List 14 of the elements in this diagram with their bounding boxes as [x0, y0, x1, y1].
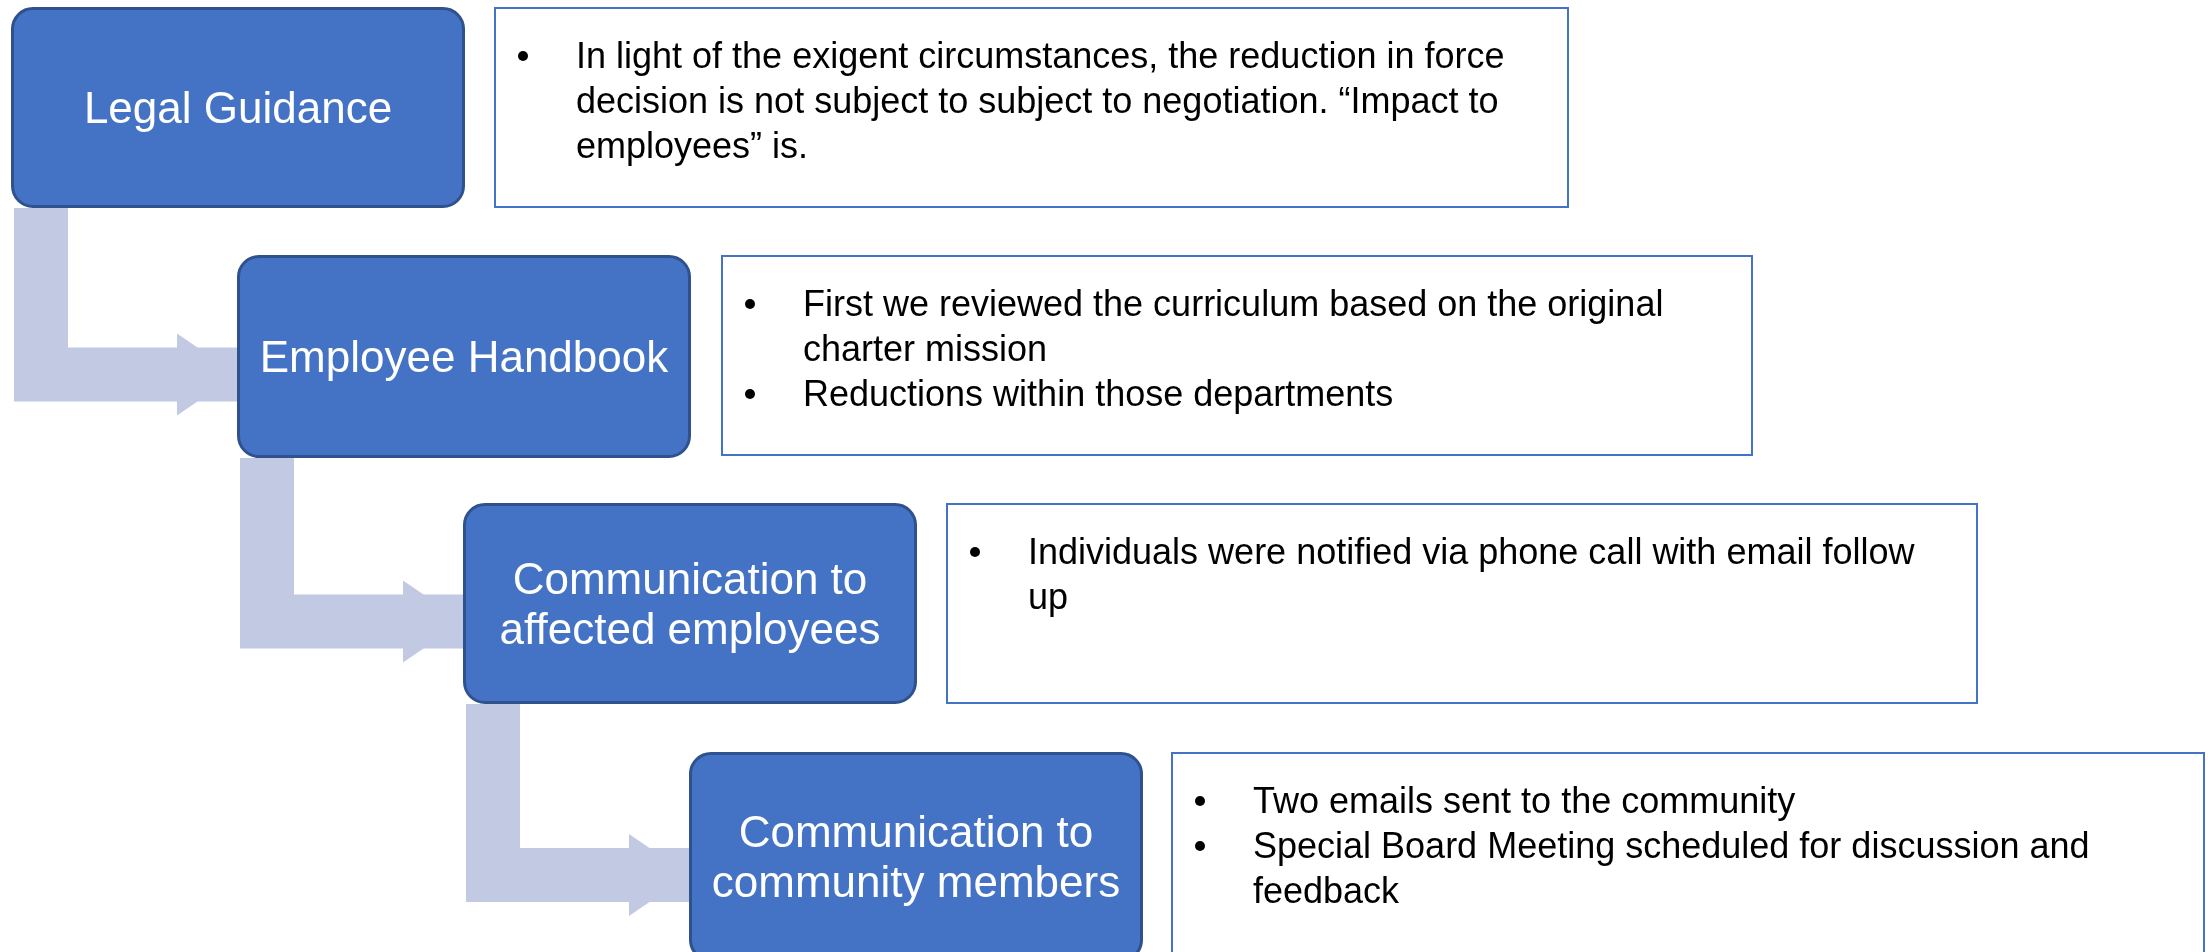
step-box: Communication to affected employees [463, 503, 917, 704]
step-box: Communication to community members [689, 752, 1143, 952]
bullet-text: Individuals were notified via phone call with email follow up [1028, 530, 1916, 619]
step-box: Legal Guidance [11, 7, 465, 208]
bullet-text: Two emails sent to the community [1253, 779, 1796, 823]
bullet-text: In light of the exigent circumstances, the reduction in force decision is not subject to subject to negotiation. “Impact to employees” is. [576, 34, 1506, 168]
bullet-text: First we reviewed the curriculum based on the original charter mission [803, 282, 1665, 371]
bullet-text: Special Board Meeting scheduled for discussion and feedback [1253, 824, 2091, 913]
step-box: Employee Handbook [237, 255, 691, 458]
text-box [494, 7, 1569, 208]
bullet-text: Reductions within those departments [803, 372, 1394, 416]
text-box [946, 503, 1978, 704]
text-box [1171, 752, 2205, 952]
text-box [721, 255, 1753, 456]
